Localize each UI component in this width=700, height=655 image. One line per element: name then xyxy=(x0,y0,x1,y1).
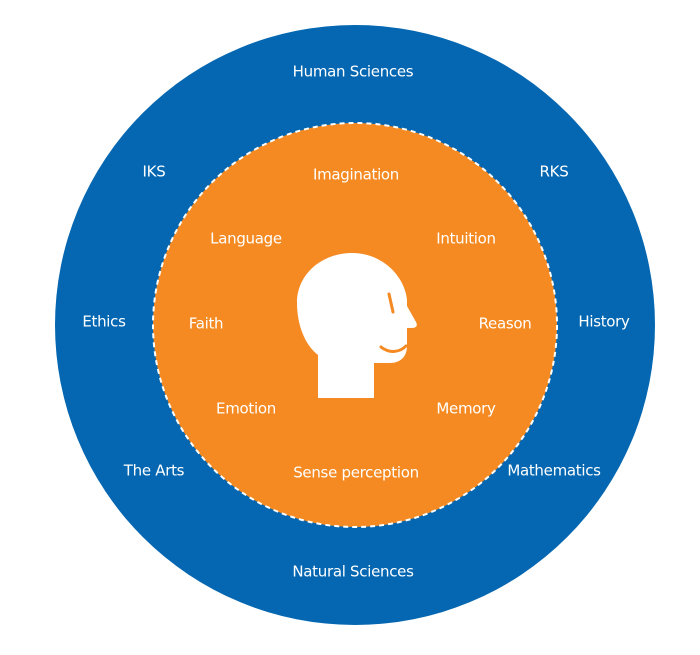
inner-circle-dashed-border xyxy=(152,122,558,528)
inner-label-intuition: Intuition xyxy=(436,230,496,248)
inner-label-memory: Memory xyxy=(436,400,496,418)
outer-label-mathematics: Mathematics xyxy=(507,462,601,480)
outer-label-rks: RKS xyxy=(540,163,569,181)
outer-label-human-sciences: Human Sciences xyxy=(293,63,414,81)
outer-label-iks: IKS xyxy=(143,163,166,181)
inner-label-imagination: Imagination xyxy=(313,166,399,184)
inner-label-emotion: Emotion xyxy=(216,400,276,418)
outer-label-natural-sciences: Natural Sciences xyxy=(292,563,414,581)
inner-label-reason: Reason xyxy=(479,315,532,333)
outer-label-ethics: Ethics xyxy=(82,313,126,331)
outer-label-history: History xyxy=(578,313,630,331)
head-smile xyxy=(379,344,408,353)
outer-label-the-arts: The Arts xyxy=(123,462,185,480)
inner-label-faith: Faith xyxy=(189,315,224,333)
inner-label-language: Language xyxy=(210,230,282,248)
inner-label-sense-perception: Sense perception xyxy=(293,464,419,482)
human-head-profile-icon xyxy=(297,253,417,398)
head-eye xyxy=(387,292,395,314)
head-silhouette xyxy=(297,253,417,398)
